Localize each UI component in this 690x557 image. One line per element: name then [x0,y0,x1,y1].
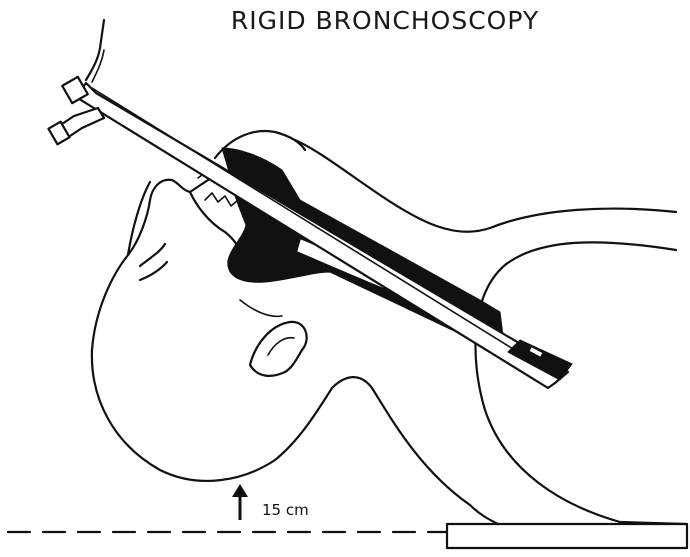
table-surface [447,524,687,548]
jaw-angle [240,300,282,316]
ear-inner [268,338,294,355]
mouth-outline [190,192,240,256]
eyebrow [140,262,167,280]
elevation-measurement-label: 15 cm [262,501,309,519]
neck-outline [295,140,676,232]
bronchoscope-tube [76,83,568,388]
bronchoscope-inner-line [92,88,560,378]
light-cable [86,20,104,80]
ear-outline [250,322,307,376]
eye [140,244,165,266]
face-profile [128,180,208,255]
shoulder-outline [475,242,686,524]
arrow-up-icon [232,484,248,520]
